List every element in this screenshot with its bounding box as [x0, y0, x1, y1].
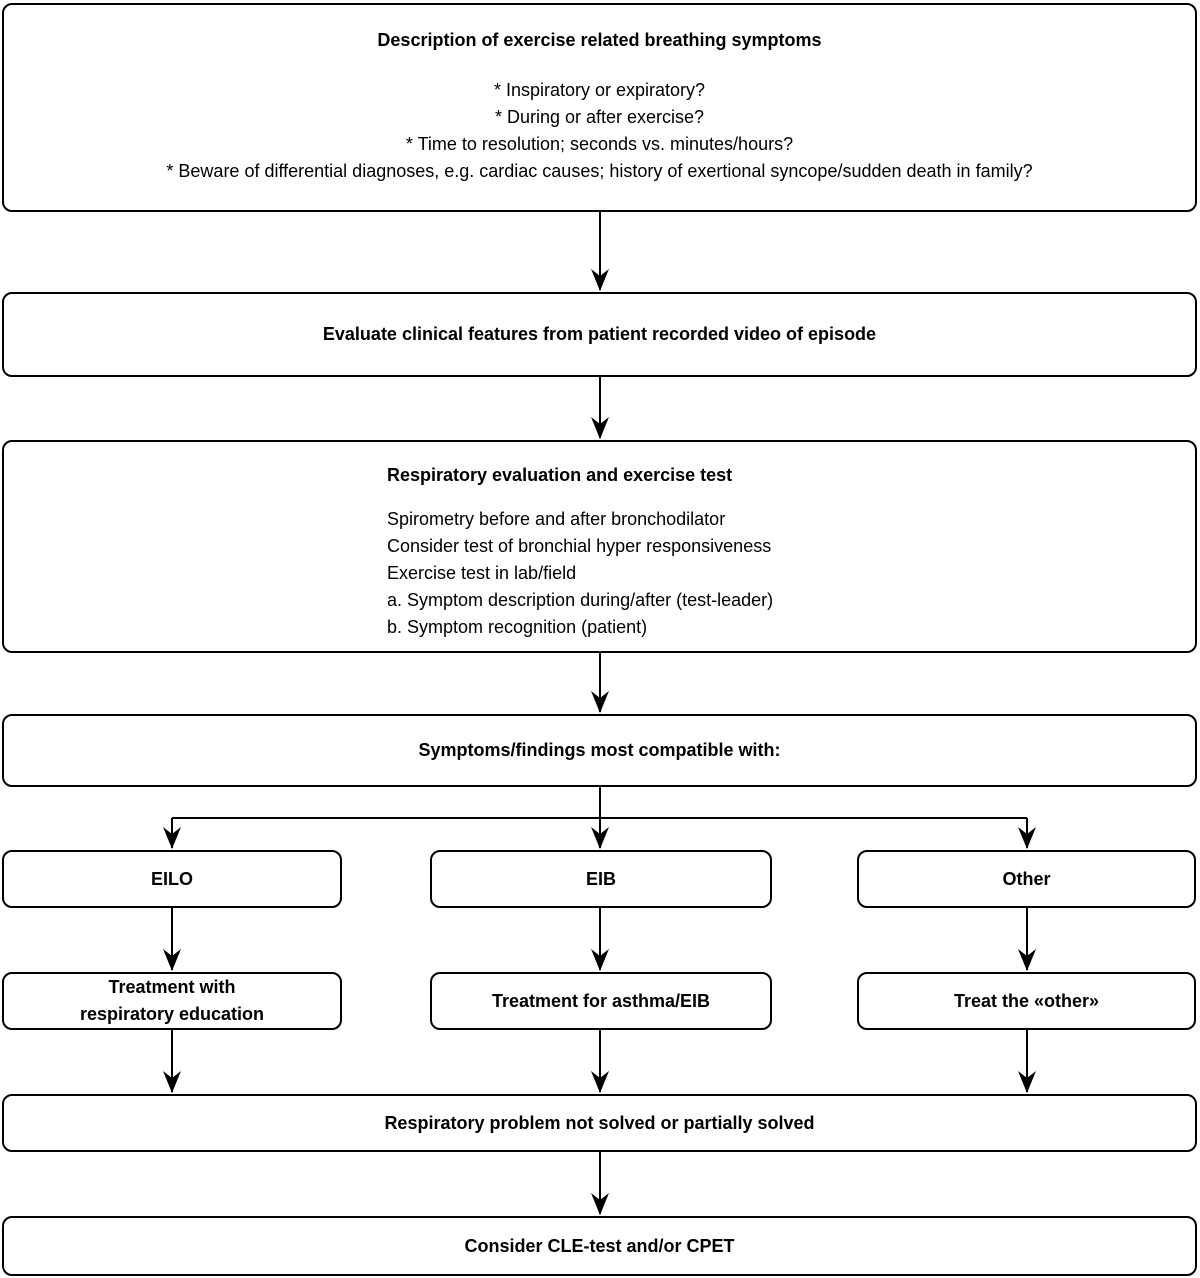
box-diagnosis-eilo: EILO: [2, 850, 342, 908]
symptom-description-bullet: * Beware of differential diagnoses, e.g.…: [166, 161, 1033, 181]
video-evaluation-label: Evaluate clinical features from patient …: [322, 324, 877, 344]
respiratory-evaluation-line: Exercise test in lab/field: [387, 563, 577, 583]
diagnosis-other-label: Other: [1002, 868, 1051, 889]
box-compatibility: Symptoms/findings most compatible with:: [2, 714, 1197, 787]
respiratory-evaluation-line: Consider test of bronchial hyper respons…: [387, 536, 772, 556]
box-symptom-description: Description of exercise related breathin…: [2, 3, 1197, 212]
treatment-eib-line: Treatment for asthma/EIB: [491, 990, 711, 1011]
box-treatment-eilo: Treatment with respiratory education: [2, 972, 342, 1030]
box-treatment-eib: Treatment for asthma/EIB: [430, 972, 772, 1030]
treatment-eilo-line: Treatment with: [108, 977, 236, 997]
box-diagnosis-eib: EIB: [430, 850, 772, 908]
treatment-other-line: Treat the «other»: [953, 990, 1100, 1011]
box-respiratory-evaluation: Respiratory evaluation and exercise test…: [2, 440, 1197, 653]
respiratory-evaluation-line: Spirometry before and after bronchodilat…: [387, 509, 726, 529]
box-video-evaluation: Evaluate clinical features from patient …: [2, 292, 1197, 377]
diagnosis-eib-label: EIB: [585, 868, 616, 889]
treatment-eilo-line: respiratory education: [79, 1004, 265, 1024]
respiratory-evaluation-line: a. Symptom description during/after (tes…: [387, 590, 774, 610]
diagnosis-eilo-label: EILO: [150, 868, 193, 889]
symptom-description-bullet: * Inspiratory or expiratory?: [493, 80, 706, 100]
box-treatment-other: Treat the «other»: [857, 972, 1196, 1030]
symptom-description-title: Description of exercise related breathin…: [377, 30, 822, 50]
box-not-solved: Respiratory problem not solved or partia…: [2, 1094, 1197, 1152]
compatibility-label: Symptoms/findings most compatible with:: [418, 740, 781, 760]
not-solved-label: Respiratory problem not solved or partia…: [384, 1112, 815, 1133]
symptom-description-bullet: * Time to resolution; seconds vs. minute…: [405, 134, 794, 154]
symptom-description-bullet: * During or after exercise?: [494, 107, 705, 127]
box-consider-cle-cpet: Consider CLE-test and/or CPET: [2, 1216, 1197, 1276]
consider-label: Consider CLE-test and/or CPET: [464, 1235, 735, 1256]
respiratory-evaluation-title: Respiratory evaluation and exercise test: [387, 465, 733, 485]
respiratory-evaluation-line: b. Symptom recognition (patient): [387, 617, 648, 637]
box-diagnosis-other: Other: [857, 850, 1196, 908]
